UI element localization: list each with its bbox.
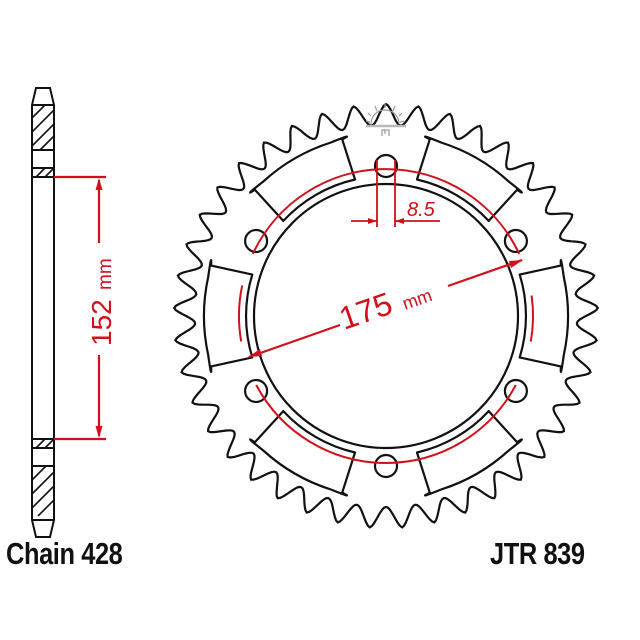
lightening-slot: [249, 135, 357, 222]
lightening-slot: [202, 259, 254, 373]
side-height-dimension: [54, 175, 106, 441]
center-bore: [252, 182, 520, 450]
lightening-slot: [415, 410, 523, 497]
bolt-hole: [503, 378, 529, 404]
hatch-top: [31, 104, 55, 178]
manufacturer-logo-icon: [365, 103, 406, 136]
bolt-circle-value: 175: [335, 285, 397, 336]
side-height-unit: mm: [95, 258, 116, 290]
bolt-hole: [244, 378, 269, 404]
bolt-circle-arc: [237, 285, 244, 342]
bolt-hole: [503, 228, 529, 254]
lightening-slot: [415, 135, 523, 222]
bolt-circle-unit: mm: [400, 285, 435, 314]
lightening-slots: [202, 135, 570, 497]
bolt-hole: [244, 228, 269, 254]
bolt-hole: [373, 453, 399, 479]
bolt-hole: [373, 153, 399, 179]
bolt-circle-dimension: [248, 258, 523, 359]
bolt-circle-arcs: [237, 168, 535, 464]
bolt-hole-value: 8.5: [407, 199, 436, 221]
lightening-slot: [518, 259, 570, 373]
sprocket-teeth-outline: [172, 102, 600, 529]
bolt-holes: [244, 153, 529, 479]
bolt-circle-arc: [529, 295, 535, 342]
sprocket-front-view: [172, 102, 600, 529]
bolt-circle-arc: [251, 168, 521, 255]
lightening-slot: [249, 410, 357, 497]
side-height-value: 152: [86, 299, 117, 346]
chain-size-label: Chain 428: [6, 536, 123, 571]
part-number-label: JTR 839: [490, 536, 585, 571]
bolt-circle-arc: [255, 384, 517, 464]
side-profile-view: [31, 87, 55, 538]
hatch-bottom: [31, 438, 55, 517]
bolt-hole-dimension: [351, 160, 440, 227]
